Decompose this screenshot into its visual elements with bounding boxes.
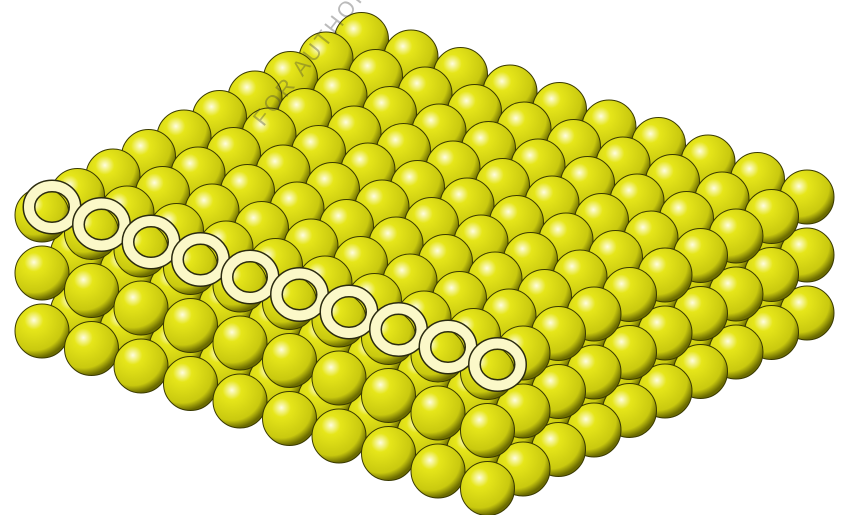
sphere-atom xyxy=(164,357,218,411)
sphere-atom xyxy=(114,281,168,335)
sphere-atom xyxy=(411,386,465,440)
sphere-atom xyxy=(114,339,168,393)
sphere-atom xyxy=(411,444,465,498)
sphere-atom xyxy=(65,322,119,376)
sphere-atom xyxy=(362,427,416,481)
sphere-atom xyxy=(263,334,317,388)
sphere-atom xyxy=(312,351,366,405)
sphere-atom xyxy=(15,246,69,300)
sphere-atom xyxy=(15,188,69,242)
sphere-atom xyxy=(263,392,317,446)
sphere-atom xyxy=(461,462,515,515)
sphere-atom xyxy=(213,374,267,428)
sphere-atom xyxy=(312,409,366,463)
sphere-atom xyxy=(461,404,515,458)
sphere-atom xyxy=(15,304,69,358)
sphere-atom xyxy=(164,299,218,353)
sphere-atom xyxy=(362,369,416,423)
sphere-atom xyxy=(213,316,267,370)
sphere-atom xyxy=(65,264,119,318)
